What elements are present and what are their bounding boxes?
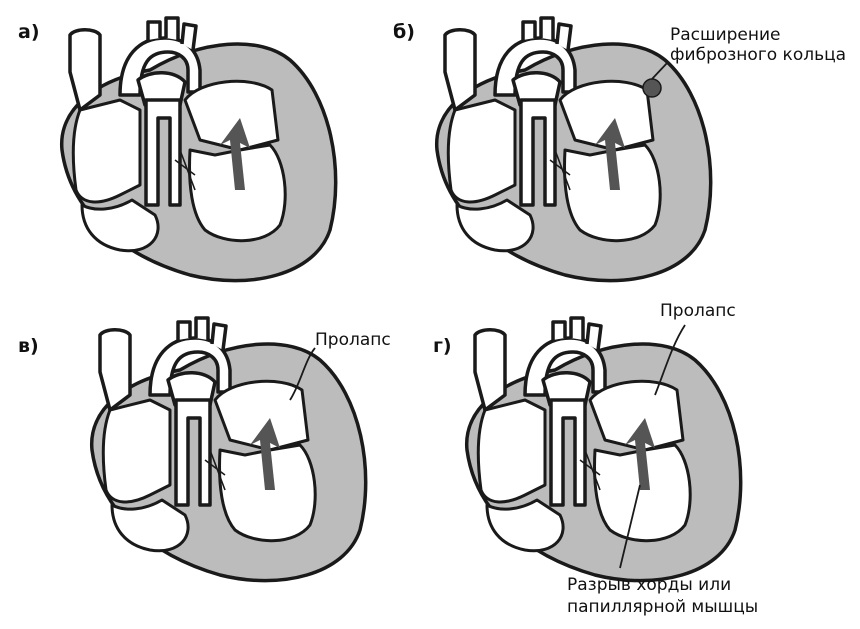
- panel-label-v: в): [18, 335, 39, 357]
- panel-label-b: б): [393, 21, 415, 43]
- heart-diagram-v: [92, 318, 366, 581]
- annotation-rupture-line2: папиллярной мышцы: [567, 597, 758, 617]
- annotation-annulus-dilation-line1: Расширение: [670, 25, 781, 45]
- dilation-dot-icon: [643, 79, 661, 97]
- panel-b: б) Расширение фиброзного кольца: [393, 18, 846, 281]
- annotation-annulus-dilation-line2: фиброзного кольца: [670, 45, 846, 65]
- panel-a: а): [18, 18, 336, 281]
- panel-label-g: г): [433, 335, 452, 357]
- panel-g: г) Пролапс Разрыв хорды или папиллярной …: [433, 301, 758, 617]
- annotation-prolapse-v: Пролапс: [315, 330, 391, 350]
- heart-diagram-g: [467, 318, 741, 581]
- panel-label-a: а): [18, 21, 40, 43]
- heart-diagram-a: [62, 18, 336, 281]
- panel-v: в) Пролапс: [18, 318, 391, 581]
- annotation-prolapse-g: Пролапс: [660, 301, 736, 321]
- annotation-rupture-line1: Разрыв хорды или: [567, 575, 731, 595]
